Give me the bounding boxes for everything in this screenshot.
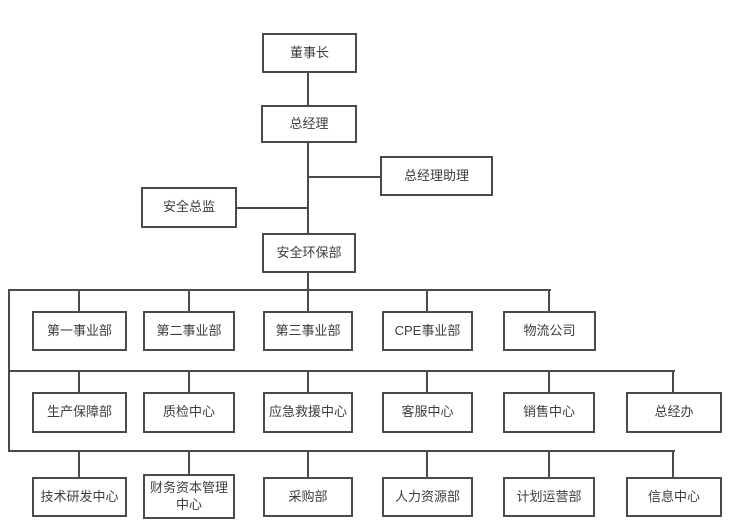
connector-drop-row1-4 — [426, 289, 428, 311]
org-node-chairman: 董事长 — [262, 33, 357, 73]
connector-drop-row2-1 — [78, 370, 80, 392]
org-node-general-manager: 总经理 — [261, 105, 357, 143]
connector-drop-row2-5 — [548, 370, 550, 392]
org-node-customer-service-center: 客服中心 — [382, 392, 473, 433]
connector-drop-row1-5 — [548, 289, 550, 311]
connector-drop-row1-2 — [188, 289, 190, 311]
org-node-business-div-3: 第三事业部 — [263, 311, 353, 351]
org-node-emergency-rescue-center: 应急救援中心 — [263, 392, 353, 433]
connector-drop-row3-5 — [548, 450, 550, 477]
connector-drop-row3-2 — [188, 450, 190, 474]
connector-drop-row2-2 — [188, 370, 190, 392]
org-node-finance-capital-mgmt-center: 财务资本管理中心 — [143, 474, 235, 519]
org-node-tech-rd-center: 技术研发中心 — [32, 477, 127, 517]
connector-bus-row2 — [8, 370, 675, 372]
connector-drop-row3-3 — [307, 450, 309, 477]
connector-drop-row3-4 — [426, 450, 428, 477]
connector-chairman-gm — [307, 73, 309, 105]
connector-drop-row2-6 — [672, 370, 674, 392]
org-node-logistics-company: 物流公司 — [503, 311, 596, 351]
connector-gm-assistant-branch — [308, 176, 380, 178]
org-node-safety-director: 安全总监 — [141, 187, 237, 228]
connector-drop-row2-4 — [426, 370, 428, 392]
org-node-gm-assistant: 总经理助理 — [380, 156, 493, 196]
org-node-safety-env-dept: 安全环保部 — [262, 233, 356, 273]
connector-safety-env-dept-bus1 — [307, 273, 309, 291]
org-node-procurement-dept: 采购部 — [263, 477, 353, 517]
org-node-information-center: 信息中心 — [626, 477, 722, 517]
connector-bus-row3 — [8, 450, 675, 452]
org-node-gm-office: 总经办 — [626, 392, 722, 433]
connector-drop-row1-3 — [307, 289, 309, 311]
connector-gm-safety-env-dept — [307, 143, 309, 233]
connector-drop-row1-1 — [78, 289, 80, 311]
connector-safety-director-branch — [237, 207, 308, 209]
org-node-production-support-dept: 生产保障部 — [32, 392, 127, 433]
connector-left-spine — [8, 289, 10, 452]
org-node-sales-center: 销售中心 — [503, 392, 595, 433]
org-node-cpe-business-div: CPE事业部 — [382, 311, 473, 351]
connector-drop-row3-1 — [78, 450, 80, 477]
org-node-business-div-2: 第二事业部 — [143, 311, 235, 351]
org-node-business-div-1: 第一事业部 — [32, 311, 127, 351]
org-node-hr-dept: 人力资源部 — [382, 477, 473, 517]
connector-drop-row3-6 — [672, 450, 674, 477]
connector-bus-row1 — [8, 289, 551, 291]
connector-drop-row2-3 — [307, 370, 309, 392]
org-node-planning-operations-dept: 计划运营部 — [503, 477, 595, 517]
org-node-quality-inspection-center: 质检中心 — [143, 392, 235, 433]
